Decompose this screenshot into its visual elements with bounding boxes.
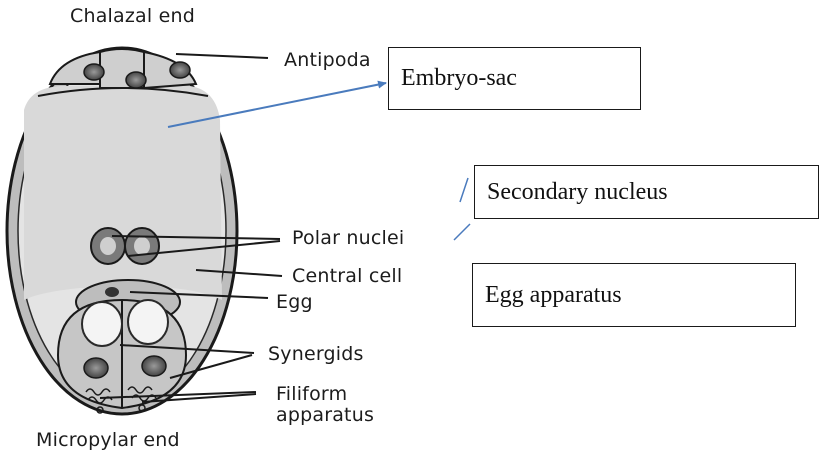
- secondary-tick-top: [460, 178, 468, 202]
- label-egg: Egg: [276, 292, 313, 312]
- egg-apparatus: [58, 280, 186, 408]
- label-chalazal-end: Chalazal end: [70, 6, 195, 26]
- label-filiform-line1: Filiform: [276, 384, 347, 404]
- secondary-tick-bottom: [454, 224, 470, 240]
- label-polar-nuclei: Polar nuclei: [292, 228, 404, 248]
- label-filiform-line2: apparatus: [276, 405, 374, 425]
- central-cell-region: [24, 86, 222, 300]
- label-synergids: Synergids: [268, 344, 364, 364]
- box-egg-apparatus: Egg apparatus: [472, 263, 796, 327]
- label-central-cell: Central cell: [292, 266, 402, 286]
- label-micropylar-end: Micropylar end: [36, 430, 180, 450]
- label-antipodals: Antipoda: [284, 50, 371, 70]
- box-secondary-nucleus: Secondary nucleus: [474, 165, 819, 219]
- box-embryo-sac: Embryo-sac: [388, 47, 641, 110]
